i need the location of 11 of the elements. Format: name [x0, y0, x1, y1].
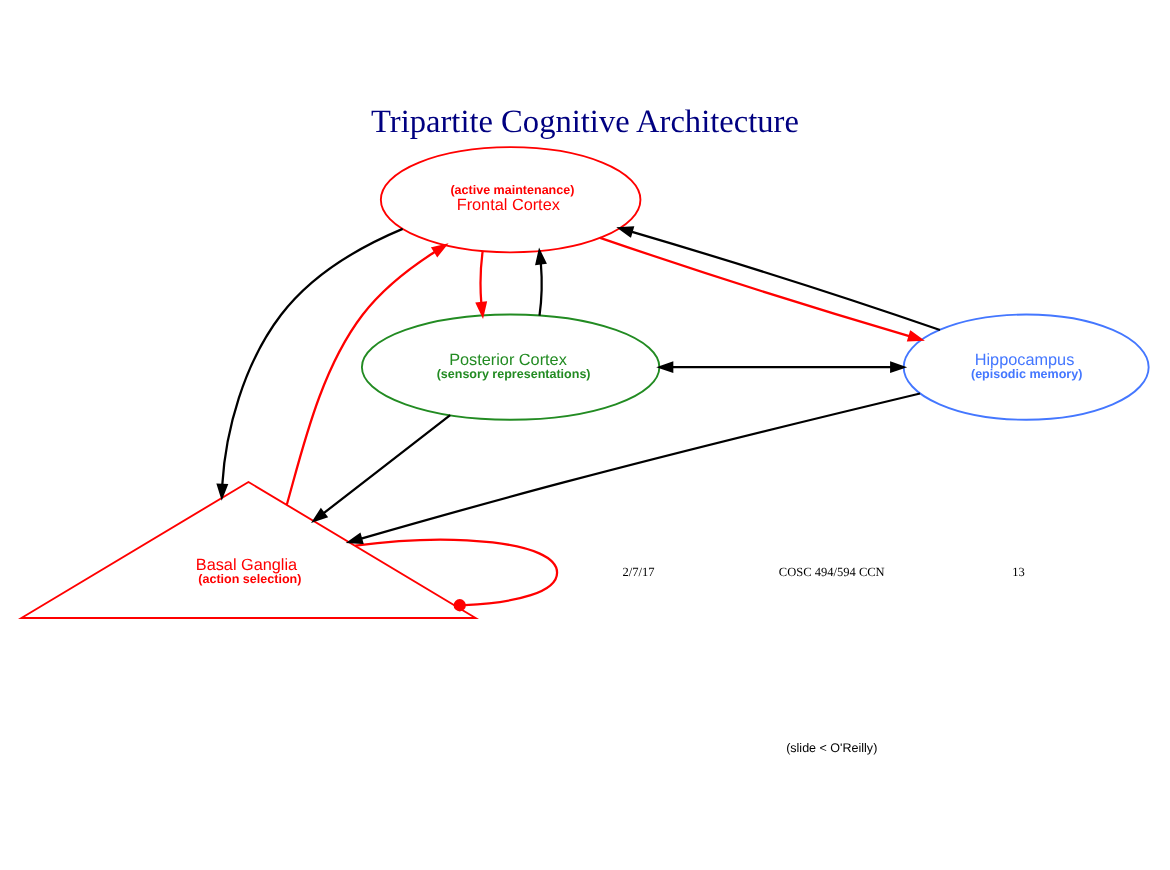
- arrow: [599, 235, 925, 341]
- connector: [355, 537, 559, 611]
- arrow: [535, 246, 547, 315]
- arrow: [285, 242, 449, 505]
- arrow: [616, 225, 941, 330]
- arrow: [216, 226, 404, 500]
- arrow: [311, 413, 451, 522]
- arrow: [345, 391, 921, 544]
- diagram-title: Tripartite Cognitive Architecture: [371, 101, 799, 140]
- arrow: [475, 249, 488, 318]
- arrow: [656, 360, 908, 373]
